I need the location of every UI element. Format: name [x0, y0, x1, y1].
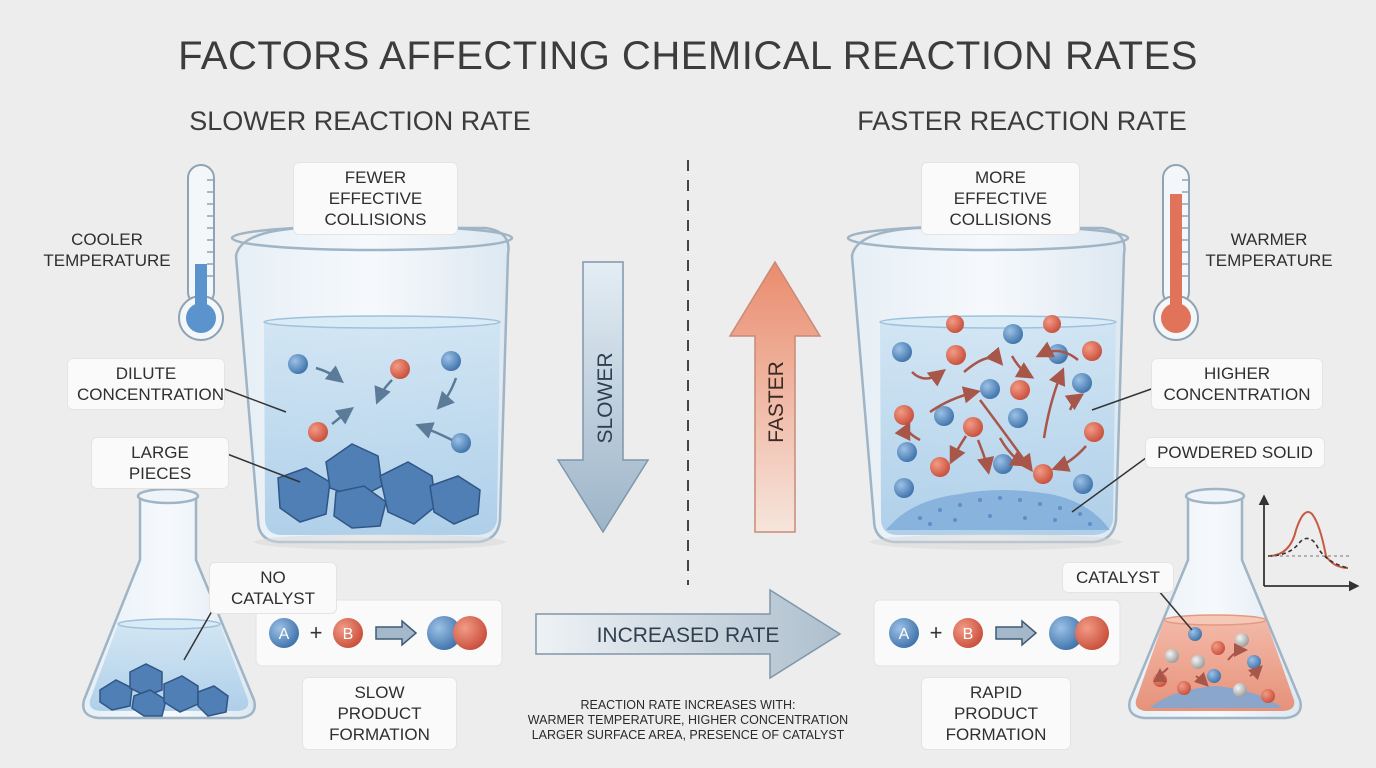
cooler-temperature-label: COOLER TEMPERATURE [43, 230, 171, 270]
reactant-a-label: A [899, 626, 910, 643]
right-heading: FASTER REACTION RATE [857, 106, 1187, 136]
increased-rate-label: INCREASED RATE [597, 624, 780, 647]
warmer-temperature-label: WARMER TEMPERATURE [1205, 230, 1333, 270]
warm-thermometer-icon [1153, 164, 1199, 341]
faster-arrow-icon [728, 260, 822, 533]
summary-text: REACTION RATE INCREASES WITH: WARMER TEM… [527, 698, 849, 742]
slower-arrow-icon [556, 261, 650, 534]
slower-arrow-label: SLOWER [594, 352, 617, 443]
right-beaker [846, 224, 1130, 550]
right-reaction-equation: A + B [873, 599, 1121, 667]
no-catalyst-label: NO CATALYST [210, 563, 336, 613]
reactant-a-label: A [279, 626, 290, 643]
higher-concentration-label: HIGHER CONCENTRATION [1152, 359, 1322, 409]
cool-thermometer-icon [178, 164, 224, 341]
left-heading: SLOWER REACTION RATE [189, 106, 531, 136]
more-collisions-label: MORE EFFECTIVE COLLISIONS [922, 163, 1079, 234]
reactant-b-label: B [963, 626, 974, 643]
energy-graph-icon [1258, 494, 1360, 592]
powdered-solid-label: POWDERED SOLID [1146, 438, 1324, 467]
left-reaction-equation: A + B [255, 599, 503, 667]
page-title: FACTORS AFFECTING CHEMICAL REACTION RATE… [178, 34, 1198, 78]
slow-product-label: SLOW PRODUCT FORMATION [303, 678, 456, 749]
dilute-concentration-label: DILUTE CONCENTRATION [68, 359, 224, 409]
increased-rate-arrow-icon [535, 588, 842, 680]
rapid-product-label: RAPID PRODUCT FORMATION [922, 678, 1070, 749]
reactant-b-label: B [343, 626, 354, 643]
faster-arrow-label: FASTER [765, 361, 788, 443]
catalyst-label: CATALYST [1063, 563, 1173, 592]
left-beaker [230, 224, 514, 550]
right-flask [1128, 487, 1302, 720]
svg-text:+: + [310, 620, 323, 645]
svg-text:+: + [930, 620, 943, 645]
left-flask [82, 487, 256, 720]
large-pieces-label: LARGE PIECES [92, 438, 228, 488]
fewer-collisions-label: FEWER EFFECTIVE COLLISIONS [294, 163, 457, 234]
